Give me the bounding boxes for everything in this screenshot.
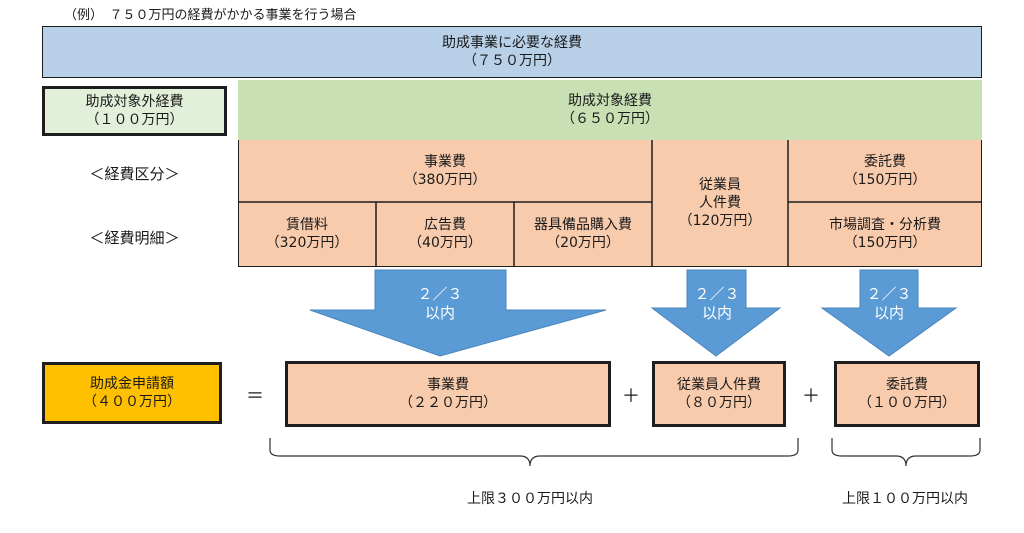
plus-sign-1: ＋: [622, 386, 640, 407]
rent-detail: 賃借料 （320万円）: [238, 202, 376, 266]
business-cost-category: 事業費 （380万円）: [238, 140, 652, 202]
eligible-cost-amount: （６５０万円）: [561, 111, 659, 127]
arrow-ratio-outsourcing: ２／３ 以内: [844, 285, 934, 323]
grant-business-box: 事業費 （２２０万円）: [285, 361, 611, 427]
excluded-cost-label: 助成対象外経費: [85, 94, 184, 110]
research-detail-amount: （150万円）: [843, 235, 927, 251]
staff-cost-amount: （120万円）: [678, 213, 762, 229]
grant-amount-box: 助成金申請額 （４００万円）: [42, 362, 222, 424]
arrow-ratio-text: ２／３: [866, 285, 912, 303]
staff-cost-label-2: 人件費: [699, 195, 741, 211]
limit-right-text: 上限１００万円以内: [842, 491, 968, 507]
arrow-ratio-text: ２／３: [694, 285, 740, 303]
outsourcing-cost-category: 委託費 （150万円）: [788, 140, 982, 202]
staff-cost-category: 従業員 人件費 （120万円）: [652, 140, 788, 266]
grant-staff-label: 従業員人件費: [677, 377, 761, 393]
arrow-note-text: 以内: [424, 304, 455, 322]
arrow-ratio-text: ２／３: [417, 285, 463, 303]
equipment-detail-amount: （20万円）: [546, 235, 620, 251]
grant-outsourcing-amount: （１００万円）: [858, 395, 956, 411]
outsourcing-cost-label: 委託費: [864, 154, 906, 170]
grant-business-label: 事業費: [427, 377, 469, 393]
down-arrow-business: [309, 269, 607, 357]
ads-detail: 広告費 （40万円）: [376, 202, 514, 266]
down-arrow-staff: [650, 269, 782, 357]
plus-sign-2: ＋: [802, 386, 820, 407]
total-cost-label: 助成事業に必要な経費: [442, 35, 582, 51]
right-brace: [831, 438, 981, 467]
arrow-ratio-staff: ２／３ 以内: [672, 285, 762, 323]
equals-sign: ＝: [246, 386, 264, 407]
grant-amount-value: （４００万円）: [83, 394, 181, 410]
grant-amount-label: 助成金申請額: [90, 376, 174, 392]
example-heading: （例） ７５０万円の経費がかかる事業を行う場合: [64, 8, 357, 23]
down-arrow-outsourcing: [820, 269, 958, 357]
research-detail: 市場調査・分析費 （150万円）: [788, 202, 982, 266]
business-cost-amount: （380万円）: [403, 172, 487, 188]
cost-breakdown-table: [238, 140, 982, 267]
arrow-note-text: 以内: [701, 304, 732, 322]
grant-business-amount: （２２０万円）: [399, 395, 497, 411]
total-cost-box: 助成事業に必要な経費 （７５０万円）: [42, 26, 982, 78]
eligible-cost-label: 助成対象経費: [568, 93, 652, 109]
grant-staff-amount: （８０万円）: [677, 395, 761, 411]
limit-left-text: 上限３００万円以内: [467, 491, 593, 507]
equipment-detail-label: 器具備品購入費: [534, 217, 632, 233]
arrow-note-text: 以内: [873, 304, 904, 322]
detail-row-label: ＜経費明細＞: [89, 228, 180, 247]
business-cost-label: 事業費: [424, 154, 466, 170]
research-detail-label: 市場調査・分析費: [829, 217, 941, 233]
grant-outsourcing-label: 委託費: [886, 377, 928, 393]
excluded-cost-amount: （１００万円）: [85, 112, 184, 128]
rent-detail-amount: （320万円）: [265, 235, 349, 251]
ads-detail-amount: （40万円）: [408, 235, 482, 251]
category-row-label: ＜経費区分＞: [89, 164, 180, 183]
grant-outsourcing-box: 委託費 （１００万円）: [834, 361, 980, 427]
outsourcing-cost-amount: （150万円）: [843, 172, 927, 188]
excluded-cost-box: 助成対象外経費 （１００万円）: [42, 86, 227, 136]
staff-cost-label-1: 従業員: [699, 177, 741, 193]
arrow-ratio-business: ２／３ 以内: [395, 285, 485, 323]
eligible-cost-box: 助成対象経費 （６５０万円）: [238, 80, 982, 140]
grant-staff-box: 従業員人件費 （８０万円）: [652, 361, 786, 427]
total-cost-amount: （７５０万円）: [463, 53, 561, 69]
ads-detail-label: 広告費: [424, 217, 466, 233]
rent-detail-label: 賃借料: [286, 217, 328, 233]
left-brace: [269, 438, 799, 467]
equipment-detail: 器具備品購入費 （20万円）: [514, 202, 652, 266]
